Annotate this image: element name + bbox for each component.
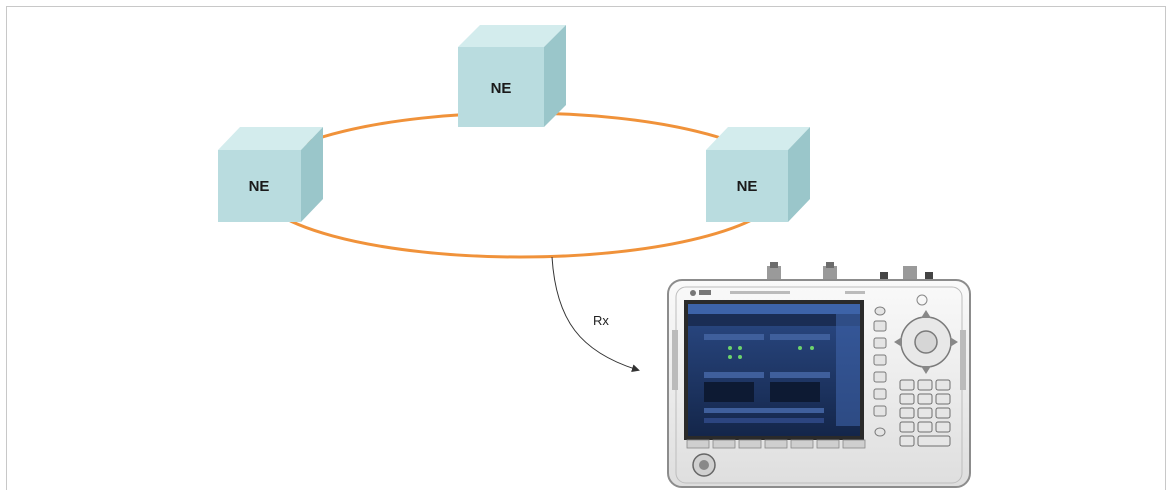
rx-label: Rx [593, 313, 609, 328]
ring-link [253, 111, 787, 259]
ne-node-left: NE [218, 127, 323, 222]
figure-frame [6, 6, 1166, 490]
ne-label-top: NE [491, 80, 512, 97]
ne-node-top: NE [458, 25, 566, 127]
ne-node-right: NE [706, 127, 810, 222]
ne-label-right: NE [737, 178, 758, 195]
ne-label-left: NE [249, 178, 270, 195]
test-instrument-icon [667, 262, 971, 488]
rx-tap-arrow [551, 256, 640, 373]
